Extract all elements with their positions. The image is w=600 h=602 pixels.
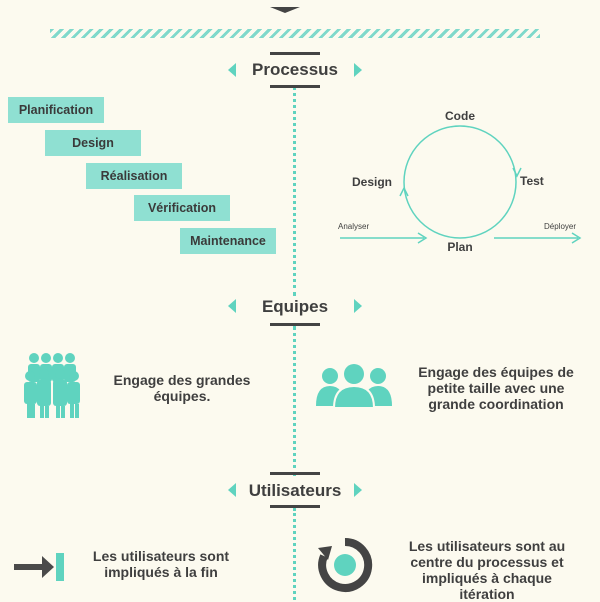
output-arrow-icon [571, 232, 582, 244]
text-line: petite taille avec une [427, 380, 565, 396]
chevron-right-icon [354, 299, 362, 313]
header-bar-top [270, 52, 320, 55]
cycle-node-code: Code [440, 109, 480, 123]
waterfall-step-planification: Planification [8, 97, 104, 123]
chevron-left-icon [228, 63, 236, 77]
cycle-node-test: Test [520, 174, 544, 188]
text-line: grande coordination [428, 396, 564, 412]
text-line: impliqués à chaque [422, 570, 552, 586]
waterfall-step-verification: Vérification [134, 195, 230, 221]
chevron-left-icon [228, 299, 236, 313]
text-line: Les utilisateurs sont [92, 548, 230, 564]
cycle-icon [318, 537, 373, 592]
header-bar-bottom [270, 85, 320, 88]
input-arrow-icon [417, 232, 428, 244]
section-title: Utilisateurs [248, 481, 342, 500]
input-label: Analyser [338, 222, 370, 231]
text-line: Les utilisateurs sont au [408, 538, 566, 554]
chevron-left-icon [228, 483, 236, 497]
agile-cycle-diagram [340, 125, 582, 244]
waterfall-step-realisation: Réalisation [86, 163, 182, 189]
cycle-ring [403, 125, 517, 239]
output-label: Déployer [544, 222, 577, 231]
users-left-text: Les utilisateurs sont impliqués à la fin [76, 548, 246, 580]
section-header-processus: Processus [228, 52, 362, 88]
users-right-text: Les utilisateurs sont au centre du proce… [384, 538, 590, 602]
cycle-arrow-icon [512, 167, 522, 178]
center-divider-2 [293, 326, 296, 476]
large-team-icon [24, 353, 80, 418]
arrow-to-end-icon [14, 553, 64, 581]
header-bar-top [270, 472, 320, 475]
text-line: impliqués à la fin [104, 564, 218, 580]
cycle-node-design: Design [352, 175, 393, 189]
top-border [0, 0, 600, 13]
text-line: centre du processus et [410, 554, 564, 570]
text-line: itération [459, 586, 515, 602]
section-title: Equipes [261, 297, 329, 316]
text-line: équipes. [153, 388, 211, 404]
small-team-icon [316, 364, 392, 408]
text-line: Engage des grandes [113, 372, 251, 388]
text-line: Engage des équipes de [418, 364, 574, 380]
teams-left-text: Engage des grandes équipes. [92, 372, 272, 404]
waterfall-step-maintenance: Maintenance [180, 228, 276, 254]
header-bar-bottom [270, 505, 320, 508]
section-title: Processus [252, 60, 338, 79]
center-divider-1 [293, 86, 296, 296]
header-bar-bottom [270, 323, 320, 326]
hatched-divider [50, 29, 540, 38]
top-decoration [270, 7, 300, 13]
teams-right-text: Engage des équipes de petite taille avec… [400, 364, 592, 412]
section-header-utilisateurs: Utilisateurs [228, 472, 362, 508]
chevron-right-icon [354, 483, 362, 497]
section-header-equipes: Equipes [228, 290, 362, 326]
waterfall-step-design: Design [45, 130, 141, 156]
cycle-node-plan: Plan [440, 240, 480, 254]
center-divider-3 [293, 508, 296, 600]
chevron-right-icon [354, 63, 362, 77]
cycle-arrow-icon [399, 186, 409, 197]
